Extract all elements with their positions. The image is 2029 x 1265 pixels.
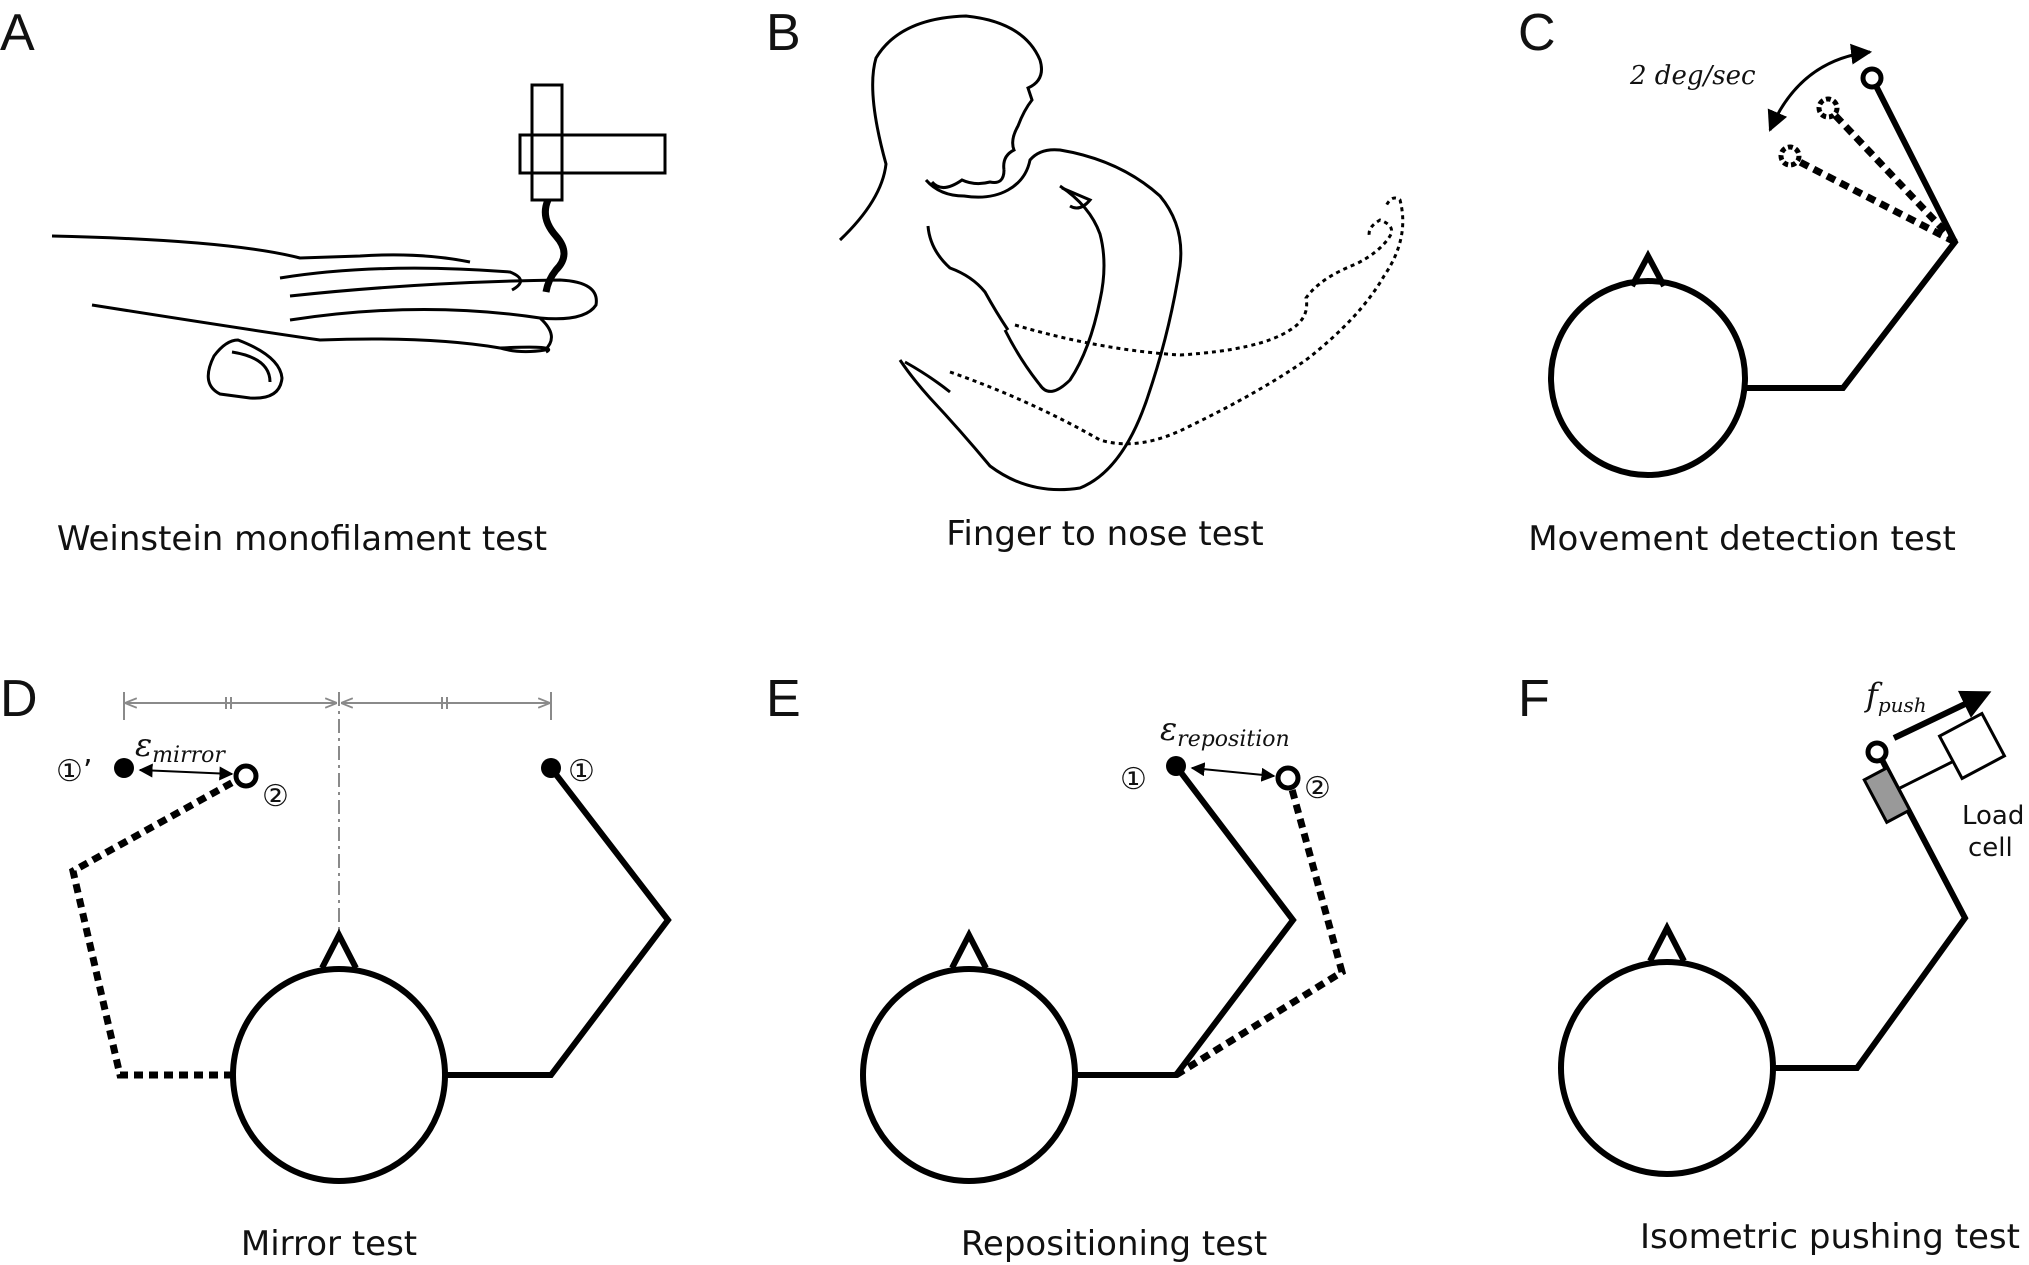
ring-finger (289, 308, 553, 354)
palm-line (91, 303, 551, 354)
arm-linkage (1773, 754, 1969, 1071)
monofilament-crossbar (518, 133, 667, 175)
arm-repositioned (1174, 781, 1347, 1078)
arm-linkage (1745, 76, 1959, 391)
head-circle (1548, 278, 1748, 478)
arm-target (1075, 764, 1297, 1078)
handle-marker (1865, 740, 1889, 764)
raised-arm (898, 148, 1183, 492)
load-cell-connector (1899, 756, 1961, 790)
panel-d-caption: Mirror test (241, 1224, 417, 1264)
point-1-mirror-label: ①’ (56, 754, 92, 789)
handle-marker-2 (1816, 96, 1840, 120)
panel-e-caption: Repositioning test (961, 1224, 1267, 1264)
panel-c-letter: C (1518, 4, 1556, 62)
target-point-1 (1166, 756, 1186, 776)
monofilament-device (518, 83, 667, 293)
arm-position-3 (1790, 154, 1957, 246)
panel-c: C 2 deg/sec Movement detection test (1518, 4, 1959, 559)
mirror-error-arrow (138, 763, 234, 781)
extended-arm-lower (949, 196, 1405, 446)
panel-a: A Weinstein monofilament test (0, 4, 667, 559)
nose-triangle (949, 928, 989, 970)
load-cell-box (1937, 711, 2007, 781)
head-circle (860, 966, 1078, 1184)
panel-b: B Finger to nose test (766, 4, 1405, 554)
panel-b-letter: B (766, 4, 801, 62)
panel-f: F fpush Load cell Isometric pushing test (1518, 670, 2024, 1257)
thumb-nail (231, 350, 272, 383)
panel-d-letter: D (0, 670, 38, 728)
handle-marker-1 (1860, 66, 1884, 90)
panel-e-letter: E (766, 670, 801, 728)
panel-f-caption: Isometric pushing test (1640, 1217, 2020, 1257)
panel-a-letter: A (0, 4, 35, 62)
push-force-symbol: fpush (1864, 676, 1927, 717)
movement-arc-arrow (1767, 43, 1873, 132)
point-1-label: ① (1120, 762, 1147, 797)
point-2-label: ② (1304, 771, 1331, 806)
panel-f-letter: F (1518, 670, 1550, 728)
arm-mirrored (68, 772, 246, 1079)
mirror-target-point (114, 758, 134, 778)
middle-finger (289, 278, 598, 321)
extended-arm-upper (1014, 218, 1394, 357)
target-point-1 (541, 758, 561, 778)
speed-label: 2 deg/sec (1629, 61, 1756, 91)
monofilament-fiber (541, 198, 568, 293)
thumb (206, 338, 284, 400)
point-2-label: ② (262, 779, 289, 814)
hand-top-contour (51, 234, 471, 264)
panel-b-caption: Finger to nose test (946, 514, 1263, 554)
mirror-error-symbol: εmirror (135, 726, 226, 768)
torso-left (926, 225, 1010, 331)
torso-lower (904, 360, 951, 394)
handle-marker-3 (1778, 144, 1802, 168)
reached-point-2 (233, 763, 259, 789)
person-illustration (838, 14, 1405, 492)
hand-illustration (51, 234, 598, 400)
arm-reference (445, 766, 672, 1078)
panel-e: E εreposition ① ② Repositioning test (766, 670, 1347, 1264)
reposition-error-symbol: εreposition (1160, 710, 1290, 752)
head-circle (1558, 959, 1776, 1177)
reached-point-2 (1275, 765, 1301, 791)
load-cell-label-line2: cell (1968, 833, 2013, 863)
panel-d: D εmirror ① ①’ ② Mirror test (0, 670, 672, 1264)
head-outline (838, 14, 1043, 242)
nose-triangle (1647, 921, 1687, 963)
nose-triangle (1629, 249, 1667, 288)
load-cell-block (1862, 765, 1912, 825)
reposition-error-arrow (1190, 762, 1276, 782)
panel-c-caption: Movement detection test (1528, 519, 1956, 559)
nose-triangle (319, 928, 359, 970)
load-cell-label-line1: Load (1962, 801, 2024, 831)
head-circle (230, 966, 448, 1184)
forearm (1003, 184, 1106, 393)
arm-position-2 (1829, 109, 1958, 245)
finger-at-nose (1061, 186, 1093, 210)
point-1-label: ① (568, 754, 595, 789)
face-profile (930, 169, 1006, 189)
push-force-arrow (1892, 690, 1992, 741)
equal-length-ticks (225, 697, 448, 709)
panel-a-caption: Weinstein monofilament test (57, 519, 547, 559)
monofilament-handle (530, 83, 564, 202)
